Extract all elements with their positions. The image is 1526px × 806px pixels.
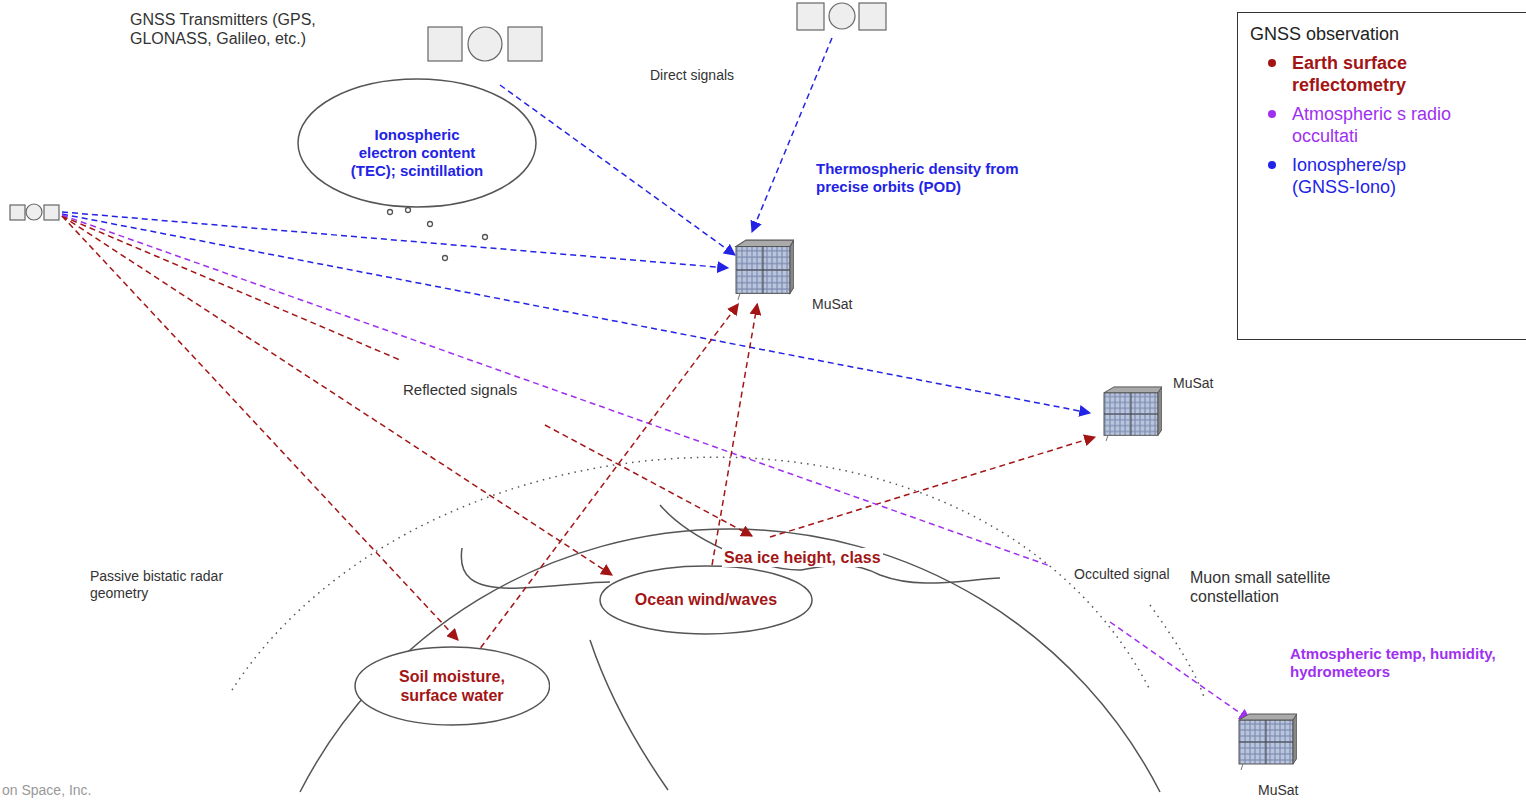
legend-row: Atmospheric s radio occultati [1250, 103, 1526, 148]
annotation-label: Atmospheric temp, humidity, hydrometeors [1288, 645, 1512, 681]
satellite-node: MuSat [732, 238, 794, 304]
annotation-label: Sea ice height, class [722, 548, 883, 567]
annotation-label: Muon small satellite constellation [1188, 568, 1382, 606]
bullet-dot [1268, 161, 1276, 169]
annotation-label: Direct signals [648, 67, 736, 84]
satellite-label: MuSat [1173, 375, 1213, 391]
atmosphere-limb [232, 457, 1150, 690]
satellite-node: MuSat [1100, 385, 1162, 445]
annotation-label: Reflected signals [401, 381, 519, 399]
satellite-node: MuSat [1235, 712, 1297, 774]
ellipse-node: Soil moisture, surface water [354, 646, 551, 726]
atmosphere-limb-2 [1150, 605, 1205, 700]
satellite-icon [732, 238, 794, 304]
ellipse-text: Ocean wind/waves [635, 590, 777, 609]
gnss-transmitter [10, 204, 59, 220]
ellipse-outline [354, 646, 551, 726]
direct-signal [62, 38, 1090, 413]
ellipse-text: Ionospheric electron content (TEC); scin… [347, 126, 487, 180]
legend-box: GNSS observationEarth surface reflectome… [1237, 12, 1526, 340]
earth-limb [300, 529, 1160, 792]
annotation-label: Occulted signal [1072, 566, 1172, 583]
annotation-label: Thermospheric density from precise orbit… [814, 160, 1023, 196]
legend-item: Earth surface reflectometry [1292, 52, 1457, 97]
satellite-label: MuSat [812, 296, 852, 312]
satellite-icon [1235, 712, 1297, 774]
annotation-label: Passive bistatic radar geometry [88, 568, 267, 602]
annotation-label: on Space, Inc. [0, 782, 94, 799]
occulted-signal [62, 215, 1250, 720]
coastline [461, 548, 610, 588]
legend-row: Ionosphere/sp (GNSS-Iono) [1250, 154, 1526, 199]
legend-item: Ionosphere/sp (GNSS-Iono) [1292, 154, 1457, 199]
bullet-dot [1268, 110, 1276, 118]
ellipse-text: Soil moisture, surface water [387, 667, 517, 705]
legend-row: Earth surface reflectometry [1250, 52, 1526, 97]
legend-row: GNSS observation [1250, 23, 1526, 46]
legend-title: GNSS observation [1250, 23, 1490, 46]
annotation-label: GNSS Transmitters (GPS, GLONASS, Galileo… [128, 10, 337, 48]
gnss-transmitter [797, 3, 886, 30]
legend-item: Atmospheric s radio occultati [1292, 103, 1457, 148]
bullet-dot [1268, 59, 1276, 67]
gnss-transmitter [428, 27, 542, 61]
satellite-label: MuSat [1258, 782, 1298, 798]
coastline [590, 640, 668, 790]
ellipse-node: Ocean wind/waves [599, 565, 813, 635]
satellite-icon [1100, 385, 1162, 445]
reflected-signal [62, 216, 1095, 640]
ellipse-node: Ionospheric electron content (TEC); scin… [297, 78, 537, 208]
reflected-signal-connector [712, 304, 757, 565]
